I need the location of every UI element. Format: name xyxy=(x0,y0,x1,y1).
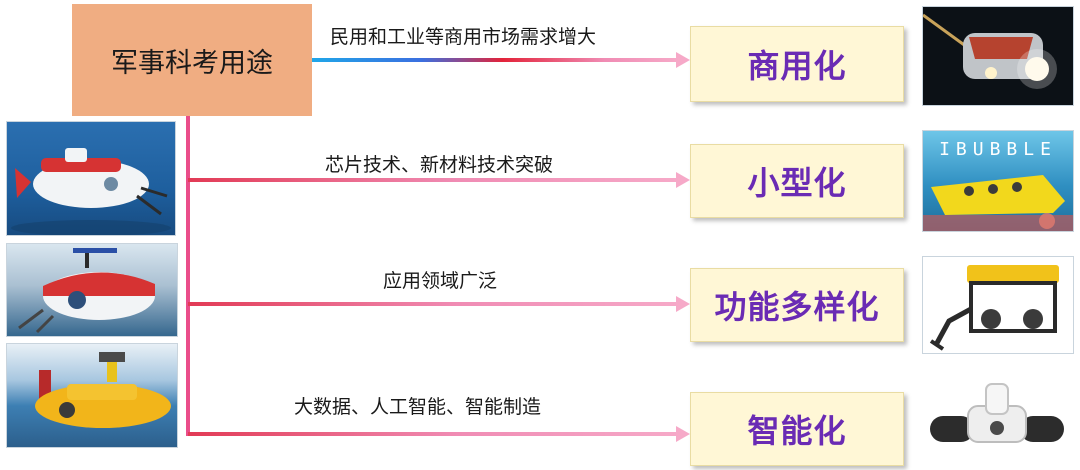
rov-illustration xyxy=(923,257,1073,353)
driver-label-4: 大数据、人工智能、智能制造 xyxy=(294,392,541,419)
submersible-illustration-2 xyxy=(7,244,177,336)
outcome-box-4: 智能化 xyxy=(690,392,904,466)
driver-label-2: 芯片技术、新材料技术突破 xyxy=(325,150,553,177)
submersible-illustration-1 xyxy=(7,122,175,235)
outcome-label-4: 智能化 xyxy=(747,406,846,452)
arrowhead-1 xyxy=(676,52,690,68)
driver-label-3: 应用领域广泛 xyxy=(383,266,497,293)
smart-drone-photo xyxy=(922,376,1072,460)
arrowhead-2 xyxy=(676,172,690,188)
driver-label-1: 民用和工业等商用市场需求增大 xyxy=(330,22,596,49)
outcome-box-3: 功能多样化 xyxy=(690,268,904,342)
arrow-line-1 xyxy=(312,58,678,62)
source-label: 军事科考用途 xyxy=(111,41,273,80)
outcome-label-2: 小型化 xyxy=(747,158,846,204)
submersible-photo-3 xyxy=(6,343,178,448)
rov-photo xyxy=(922,256,1074,354)
smart-drone-illustration xyxy=(922,376,1072,460)
arrow-line-4 xyxy=(188,432,678,436)
outcome-label-1: 商用化 xyxy=(747,41,846,87)
arrow-line-3 xyxy=(188,302,678,306)
arrowhead-3 xyxy=(676,296,690,312)
ibubble-drone-illustration xyxy=(923,131,1073,231)
ibubble-drone-photo: IBUBBLE xyxy=(922,130,1074,232)
source-box: 军事科考用途 xyxy=(72,4,312,116)
submersible-photo-2 xyxy=(6,243,178,337)
arrow-line-2 xyxy=(188,178,678,182)
submersible-photo-1 xyxy=(6,121,176,236)
connector-stem xyxy=(186,116,190,436)
submersible-illustration-3 xyxy=(7,344,177,447)
outcome-box-1: 商用化 xyxy=(690,26,904,102)
commercial-drone-photo xyxy=(922,6,1074,106)
outcome-box-2: 小型化 xyxy=(690,144,904,218)
arrowhead-4 xyxy=(676,426,690,442)
outcome-label-3: 功能多样化 xyxy=(714,282,879,328)
commercial-drone-illustration xyxy=(923,7,1073,105)
